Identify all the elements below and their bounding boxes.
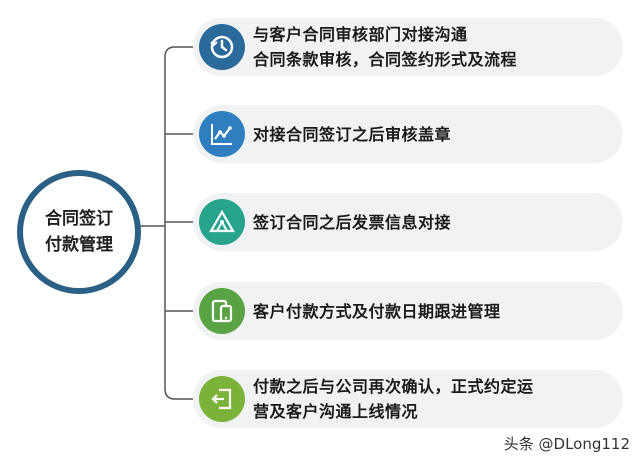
branch-text-4: 客户付款方式及付款日期跟进管理 (253, 299, 613, 324)
branch-1-line-1: 与客户合同审核部门对接沟通 (253, 25, 468, 44)
branch-text-3: 签订合同之后发票信息对接 (253, 210, 613, 235)
branch-item-5: 付款之后与公司再次确认，正式约定运 营及客户沟通上线情况 (193, 370, 623, 428)
branch-1-line-2: 合同条款审核，合同签约形式及流程 (253, 50, 518, 69)
center-line-1: 合同签订 (45, 209, 113, 229)
branch-item-4: 客户付款方式及付款日期跟进管理 (193, 282, 623, 340)
center-line-2: 付款管理 (45, 235, 113, 255)
line-chart-icon (199, 111, 245, 157)
watermark: 头条 @DLong112 (503, 435, 630, 453)
exit-arrow-icon (199, 376, 245, 422)
branch-item-2: 对接合同签订之后审核盖章 (193, 105, 623, 163)
devices-icon (199, 288, 245, 334)
branch-3-line-1: 签订合同之后发票信息对接 (253, 212, 452, 232)
branch-text-1: 与客户合同审核部门对接沟通 合同条款审核，合同签约形式及流程 (253, 22, 613, 72)
branch-4-line-1: 客户付款方式及付款日期跟进管理 (253, 301, 501, 321)
branch-item-1: 与客户合同审核部门对接沟通 合同条款审核，合同签约形式及流程 (193, 18, 623, 76)
branch-2-line-1: 对接合同签订之后审核盖章 (253, 124, 452, 144)
branch-5-line-2: 营及客户沟通上线情况 (253, 402, 419, 421)
clock-rotate-icon (199, 24, 245, 70)
triangle-network-icon (199, 199, 245, 245)
branch-item-3: 签订合同之后发票信息对接 (193, 193, 623, 251)
branch-text-5: 付款之后与公司再次确认，正式约定运 营及客户沟通上线情况 (253, 374, 613, 424)
branch-5-line-1: 付款之后与公司再次确认，正式约定运 (253, 377, 534, 396)
center-node: 合同签订 付款管理 (17, 170, 141, 294)
branch-text-2: 对接合同签订之后审核盖章 (253, 122, 613, 147)
